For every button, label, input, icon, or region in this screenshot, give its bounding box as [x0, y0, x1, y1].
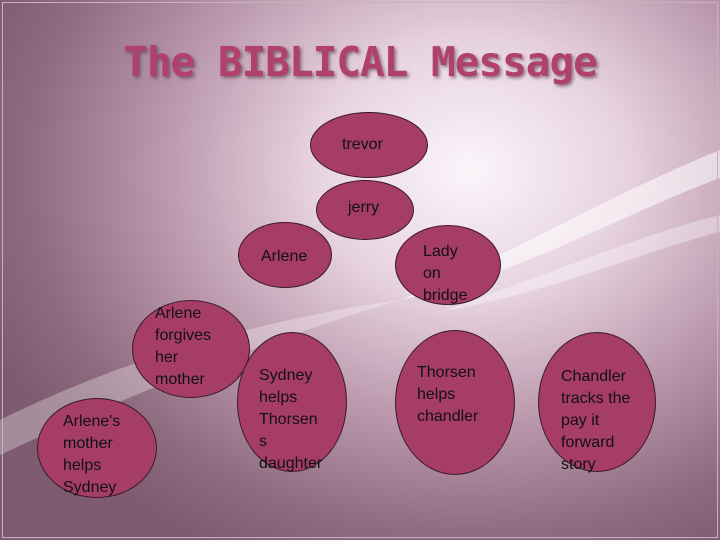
- node-chandler-tracks-label: Chandler tracks the pay it forward story: [561, 368, 631, 473]
- node-lady-on-bridge-label: Lady on bridge: [423, 243, 468, 304]
- node-trevor: [310, 112, 428, 178]
- node-trevor-label: trevor: [342, 136, 383, 153]
- node-lady-on-bridge: [395, 225, 501, 305]
- node-jerry-label: jerry: [348, 199, 380, 216]
- node-arlene-forgives: [132, 300, 250, 398]
- node-thorsen-helps-label: Thorsen helps chandler: [417, 364, 479, 425]
- slide-title: The BIBLICAL Message: [123, 38, 598, 86]
- node-sydney-helps: [237, 332, 347, 472]
- node-arlene-forgives-label: Arlene forgives her mother: [155, 305, 212, 388]
- node-chandler-tracks: [538, 332, 656, 472]
- node-sydney-helps-label: Sydney helps Thorsen s daughter: [259, 367, 323, 472]
- node-arlene: [238, 222, 332, 288]
- node-arlenes-mother-label: Arlene's mother helps Sydney: [63, 413, 121, 496]
- node-arlene-label: Arlene: [261, 248, 308, 265]
- node-thorsen-helps: [395, 330, 515, 475]
- node-arlenes-mother: [37, 398, 157, 498]
- node-jerry: [316, 180, 414, 240]
